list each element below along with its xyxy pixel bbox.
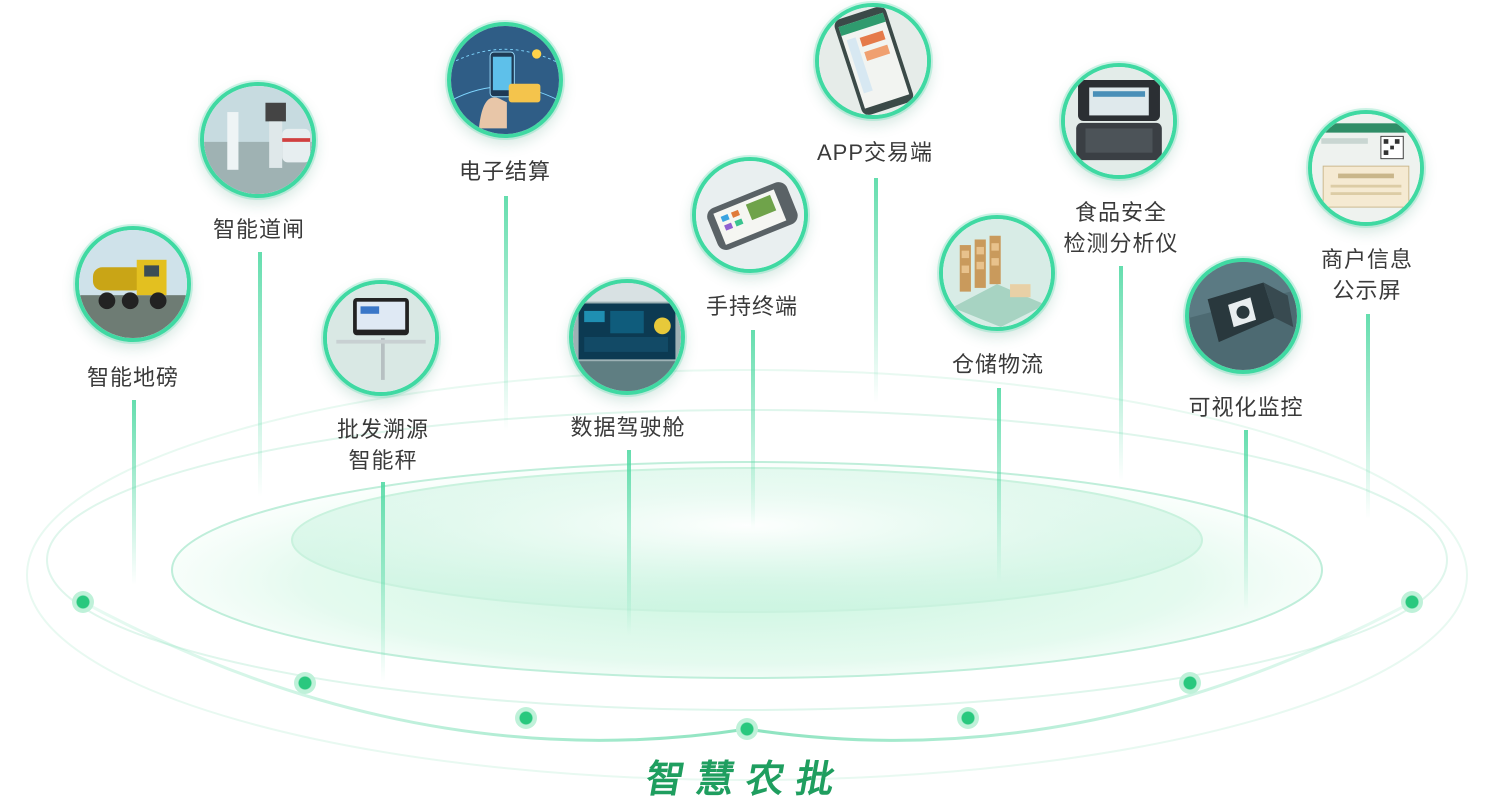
label-info: 商户信息 公示屏 bbox=[1320, 247, 1414, 303]
stem bbox=[1244, 430, 1248, 610]
label-weighbridge: 智能地磅 bbox=[86, 365, 180, 390]
label-warehouse: 仓储物流 bbox=[951, 352, 1045, 377]
stem bbox=[1119, 266, 1123, 481]
ring-dot bbox=[1401, 591, 1423, 613]
label-cockpit: 数据驾驶舱 bbox=[570, 415, 686, 440]
mobile-payment-icon bbox=[447, 22, 563, 138]
label-scale: 批发溯源 智能秤 bbox=[336, 417, 430, 473]
diagram-title: 智慧农批 bbox=[642, 759, 850, 801]
label-gate: 智能道闸 bbox=[212, 217, 306, 242]
ring-dot bbox=[294, 672, 316, 694]
dashboard-screen-icon bbox=[569, 279, 685, 395]
ring-dot bbox=[72, 591, 94, 613]
stem bbox=[258, 252, 262, 497]
stem bbox=[751, 330, 755, 530]
camera-icon bbox=[1185, 258, 1301, 374]
label-payment: 电子结算 bbox=[458, 159, 552, 184]
barrier-gate-icon bbox=[200, 82, 316, 198]
label-app: APP交易端 bbox=[816, 140, 934, 165]
label-analyzer: 食品安全 检测分析仪 bbox=[1063, 200, 1179, 256]
label-handheld: 手持终端 bbox=[705, 294, 799, 319]
stem bbox=[627, 450, 631, 635]
warehouse-icon bbox=[939, 215, 1055, 331]
stem bbox=[1366, 314, 1370, 519]
handheld-terminal-icon bbox=[692, 157, 808, 273]
ring-dot bbox=[1179, 672, 1201, 694]
stem bbox=[132, 400, 136, 585]
stem bbox=[997, 388, 1001, 583]
label-camera: 可视化监控 bbox=[1188, 395, 1304, 420]
info-screen-icon bbox=[1308, 110, 1424, 226]
stem bbox=[874, 178, 878, 403]
mobile-app-icon bbox=[815, 3, 931, 119]
ring-dot bbox=[736, 718, 758, 740]
ring-dot bbox=[957, 707, 979, 729]
stem bbox=[504, 196, 508, 431]
stem bbox=[381, 482, 385, 682]
analyzer-case-icon bbox=[1061, 63, 1177, 179]
truck-icon bbox=[75, 226, 191, 342]
ring-dot bbox=[515, 707, 537, 729]
smart-scale-icon bbox=[323, 280, 439, 396]
